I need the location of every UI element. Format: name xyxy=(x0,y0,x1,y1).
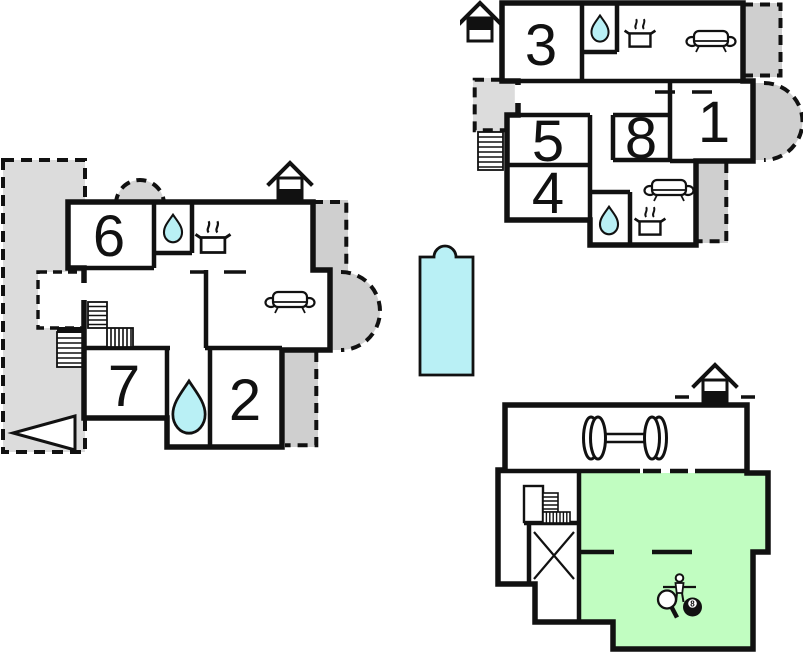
room-number: 2 xyxy=(229,368,261,433)
room-number: 6 xyxy=(93,204,125,269)
stove-icon xyxy=(633,206,667,236)
ground-floor-plan: 6 7 2 xyxy=(1,158,382,454)
upper-interior-walls xyxy=(502,3,753,243)
sofa-icon xyxy=(643,178,695,202)
room-number: 1 xyxy=(698,90,730,155)
house-level-basement-icon xyxy=(675,362,755,405)
water-drop-icon-large xyxy=(171,378,207,435)
billiard-ball-number: 8 xyxy=(690,600,695,609)
game-icons: 8 xyxy=(656,573,702,619)
house-level-upper-icon xyxy=(460,0,504,43)
sofa-icon xyxy=(264,290,316,314)
water-drop-icon xyxy=(162,212,184,244)
water-drop-icon xyxy=(598,204,620,236)
stairs-icon xyxy=(477,131,504,171)
swimming-pool xyxy=(418,244,475,377)
closet xyxy=(522,484,545,524)
table-tennis-paddle-icon xyxy=(656,589,679,619)
door-opening xyxy=(80,283,88,300)
door-opening-marks xyxy=(581,468,692,555)
upper-terrace-areas xyxy=(472,2,803,244)
basement-outer-walls xyxy=(495,402,771,652)
dumbbell-icon xyxy=(582,415,668,461)
sofa-icon xyxy=(685,29,737,53)
door-opening xyxy=(514,85,522,103)
room-number: 3 xyxy=(525,13,557,78)
cross-icon xyxy=(533,531,575,580)
pool-shape xyxy=(418,244,475,377)
billiard-ball-icon: 8 xyxy=(683,597,702,617)
direction-arrow-icon xyxy=(7,414,77,452)
exterior-stairs-icon xyxy=(56,327,85,368)
basement-floor-plan: 8 xyxy=(495,362,771,652)
stairs-icon xyxy=(87,301,134,348)
stove-icon xyxy=(194,220,232,254)
ground-floor-body xyxy=(68,202,330,447)
foosball-player-icon xyxy=(663,573,696,603)
room-number: 5 xyxy=(532,109,564,174)
house-level-ground-icon xyxy=(266,160,314,203)
room-number: 4 xyxy=(532,161,564,226)
basement-interior-walls xyxy=(498,468,747,622)
room-number: 8 xyxy=(625,106,657,171)
upper-floor-plan: 3 5 8 4 1 xyxy=(460,0,803,248)
stove-icon xyxy=(623,18,657,48)
game-room-area xyxy=(579,473,768,649)
room-number: 7 xyxy=(108,354,140,419)
ground-interior-walls xyxy=(68,202,282,447)
stairs-icon xyxy=(542,492,571,524)
upper-floor-body xyxy=(502,3,753,245)
water-drop-icon xyxy=(590,13,610,43)
